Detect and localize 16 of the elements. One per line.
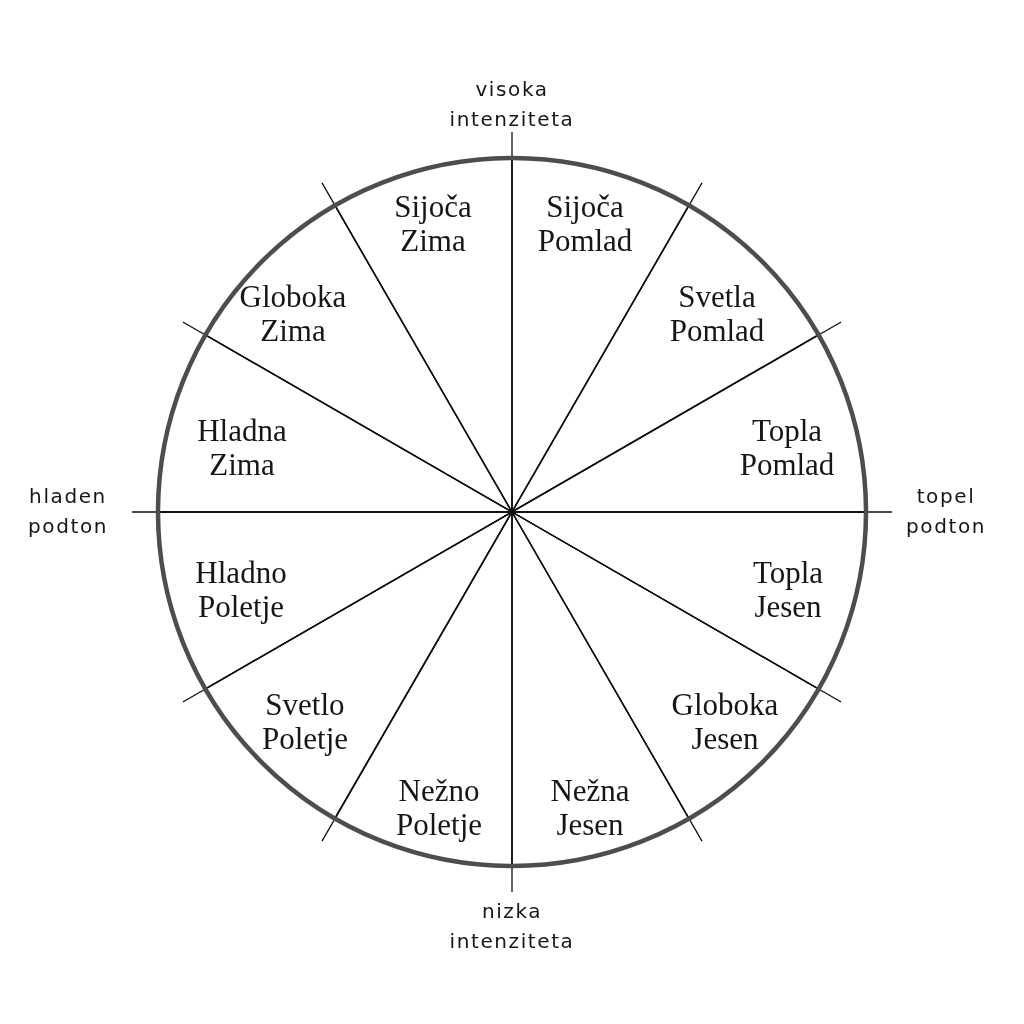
sector-label: Nežna Jesen — [550, 774, 630, 842]
axis-label: nizka intenziteta — [449, 898, 575, 955]
sector-label: Globoka Zima — [239, 280, 347, 348]
sector-label: Topla Pomlad — [739, 414, 835, 482]
sector-label: Svetla Pomlad — [669, 280, 765, 348]
sector-label: Hladna Zima — [197, 414, 287, 482]
axis-label: visoka intenziteta — [449, 76, 575, 133]
sector-label: Svetlo Poletje — [261, 688, 349, 756]
sector-label: Globoka Jesen — [671, 688, 779, 756]
sector-label: Nežno Poletje — [395, 774, 483, 842]
sector-label: Sijoča Pomlad — [537, 190, 633, 258]
axis-label: hladen podton — [28, 483, 108, 540]
axis-label: topel podton — [906, 483, 986, 540]
sector-label: Hladno Poletje — [195, 556, 287, 624]
sector-label: Topla Jesen — [752, 556, 824, 624]
sector-label: Sijoča Zima — [394, 190, 472, 258]
